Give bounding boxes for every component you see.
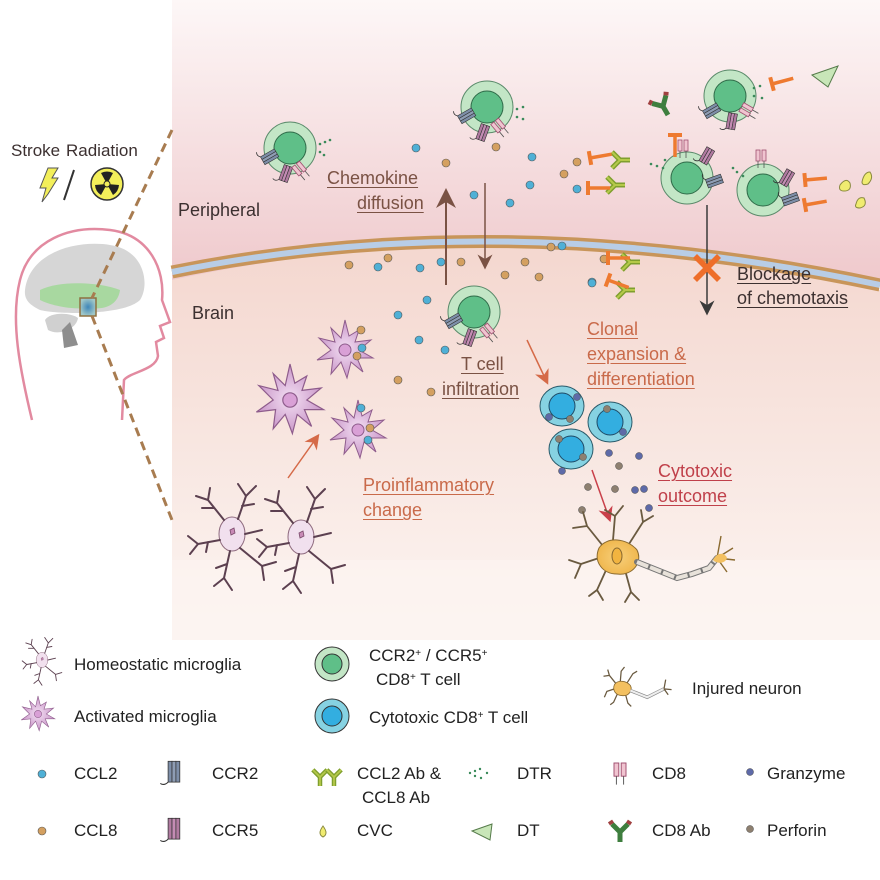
legend-ccr2-ccr5-t-cell-label-line2: CD8+ T cell [376,669,461,690]
superscript: + [410,672,416,683]
legend-perforin-label: Perforin [767,821,827,840]
legend-granzyme-dot-icon [746,768,754,776]
proinflammatory-arrow [287,433,320,479]
legend-injured-neuron-icon [603,666,672,707]
legend-cd8-label: CD8 [652,764,687,783]
legend-cd8-antibody-label: CD8 Ab [652,821,711,840]
chemokine-diffusion-label-line2: diffusion [357,193,424,213]
blood-brain-barrier [170,234,880,292]
legend-homeostatic-microglia-label: Homeostatic microglia [74,655,242,674]
legend-ccr2-ccr5-t-cell-icon [314,646,350,682]
legend-dt-triangle-icon [470,823,493,841]
legend-ccl8-dot-icon [37,826,47,836]
legend-cytotoxic-t-cell-label: Cytotoxic CD8+ T cell [369,707,528,728]
clonal-expansion-label-line3: differentiation [587,369,695,389]
legend-ccr2-receptor-icon [159,760,181,785]
legend-activated-microglia-icon [20,695,56,732]
lightning-icon [39,167,59,203]
legend-ccl8-label: CCL8 [74,821,118,840]
legend-ccr5-label: CCR5 [212,821,259,840]
blockage-x-icon [693,254,721,282]
t-cell-infiltration-label-line1: T cell [461,354,504,374]
dt-triangle-icon [810,65,839,88]
t-cell-text: T cell [415,670,461,689]
legend-ccr5-receptor-icon [159,817,181,842]
legend-ccl-antibody-label-line2: CCL8 Ab [362,788,431,807]
cytotoxic-outcome-label-line1: Cytotoxic [658,461,733,481]
blockage-label-line1: Blockage [737,264,812,284]
legend-dtr-icon [468,767,489,780]
cd8-text: CD8 [376,670,411,689]
legend-ccl-antibody-label-line1: CCL2 Ab & [357,764,442,783]
chemokine-diffusion-label-line1: Chemokine [327,168,419,188]
proinflammatory-label-line1: Proinflammatory [363,475,495,495]
peripheral-t-cell-5 [731,149,800,217]
cytotoxic-arrow [591,469,613,523]
injured-neuron [568,505,736,603]
blockage-label-line2: of chemotaxis [737,288,849,308]
peripheral-t-cell-2 [452,80,525,144]
proinflammatory-label-line2: change [363,500,423,520]
cytotoxic-t-cell-1 [539,385,585,427]
peripheral-region-label: Peripheral [178,200,261,220]
superscript: + [477,710,484,721]
legend-activated-microglia-label: Activated microglia [74,707,217,726]
legend-cd8-antibody-icon [610,821,630,842]
stroke-label: Stroke [11,141,61,160]
legend-dt-label: DT [517,821,540,840]
ccr5-text: / CCR5 [421,646,482,665]
zoom-guide-line-top [90,129,174,299]
zoom-guide-line-bottom [90,315,174,521]
legend-cd8-icon [613,762,627,786]
legend-granzyme-label: Granzyme [767,764,846,783]
brain-region-label: Brain [192,303,235,323]
legend-dtr-label: DTR [517,764,552,783]
peripheral-t-cell-4 [649,139,724,205]
radiation-label: Radiation [66,141,138,160]
cytotoxic-t-cell-3 [548,428,594,470]
infiltration-arrow [526,339,549,385]
peripheral-t-cell-1 [255,121,332,185]
legend-injured-neuron-label: Injured neuron [692,679,802,698]
t-cell-text: T cell [483,708,529,727]
cvc-drops [839,171,873,209]
legend-perforin-dot-icon [746,825,754,833]
peripheral-t-cell-3-dtr [697,69,764,133]
legend-ccr2-ccr5-t-cell-label-line1: CCR2+ / CCR5+ [369,645,487,666]
legend-ccr2-label: CCR2 [212,764,259,783]
cytotoxic-cd8-text: Cytotoxic CD8 [369,708,478,727]
legend-cvc-label: CVC [357,821,393,840]
cytotoxic-outcome-label-line2: outcome [658,486,728,506]
granzyme-perforin-dots [545,393,653,514]
legend-ccl2-dot-icon [37,769,47,779]
legend-cytotoxic-t-cell-icon [314,698,350,734]
superscript: + [415,648,422,659]
t-cell-infiltration-label-line2: infiltration [442,379,520,399]
legend-ccl2-label: CCL2 [74,764,118,783]
legend-cvc-drop-icon [319,825,327,838]
chemokine-dots [344,142,609,397]
trigger-separator-icon [63,169,75,201]
clonal-expansion-label-line2: expansion & [587,344,687,364]
head-brain-illustration [14,227,172,421]
clonal-expansion-label-line1: Clonal [587,319,639,339]
legend-homeostatic-microglia-icon [21,637,63,686]
superscript: + [481,648,488,659]
ccr2-text: CCR2 [369,646,416,665]
legend-ccl-antibody-icon [313,770,341,786]
radiation-icon [90,167,124,201]
